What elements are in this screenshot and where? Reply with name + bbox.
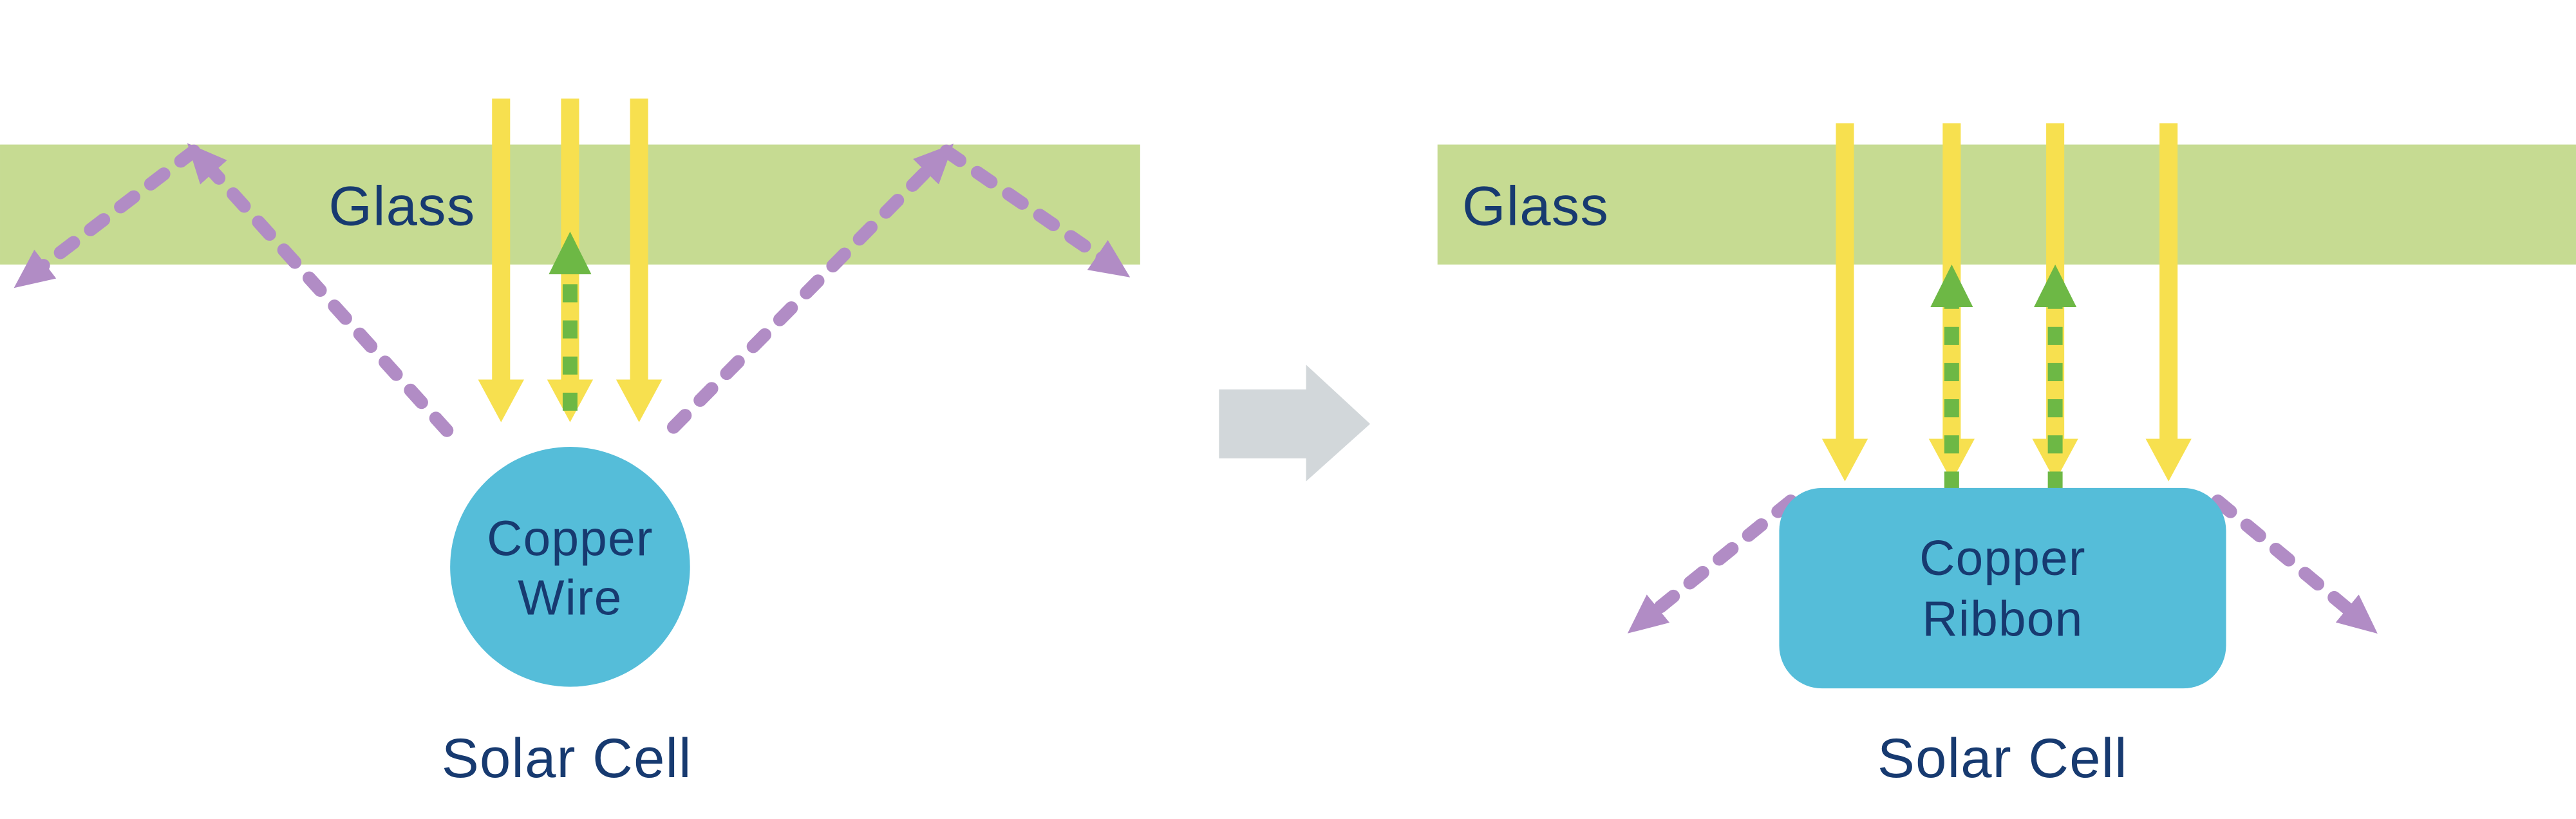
solar-cell-label-left: Solar Cell (442, 727, 692, 789)
copper-ribbon-label-line1: Copper (1919, 531, 2086, 586)
copper-wire-label-line1: Copper (487, 511, 653, 566)
transition-arrow (1219, 364, 1371, 482)
copper-wire-circle (450, 447, 690, 687)
copper-wire-label-line2: Wire (518, 570, 622, 625)
scattered-light-ribbon-left (1627, 494, 1798, 634)
glass-band-right (1437, 144, 2576, 265)
right-panel: Glass Copper Ribbon Solar Cell (1437, 123, 2576, 789)
scattered-light-right-exit-segment (939, 144, 1131, 278)
left-panel: Glass Copper Wire Solar Cell (0, 99, 1140, 789)
glass-label-left: Glass (328, 175, 475, 238)
solar-cell-label-right: Solar Cell (1877, 727, 2128, 789)
scattered-light-ribbon-right (2211, 494, 2378, 634)
scattered-light-left-exit-segment (14, 144, 201, 288)
copper-ribbon-rect (1779, 487, 2226, 689)
copper-ribbon-label-line2: Ribbon (1922, 592, 2083, 646)
scattered-light-left-up-segment (187, 143, 454, 437)
scattered-light-right-up-segment (666, 144, 954, 434)
glass-label-right: Glass (1462, 175, 1609, 238)
